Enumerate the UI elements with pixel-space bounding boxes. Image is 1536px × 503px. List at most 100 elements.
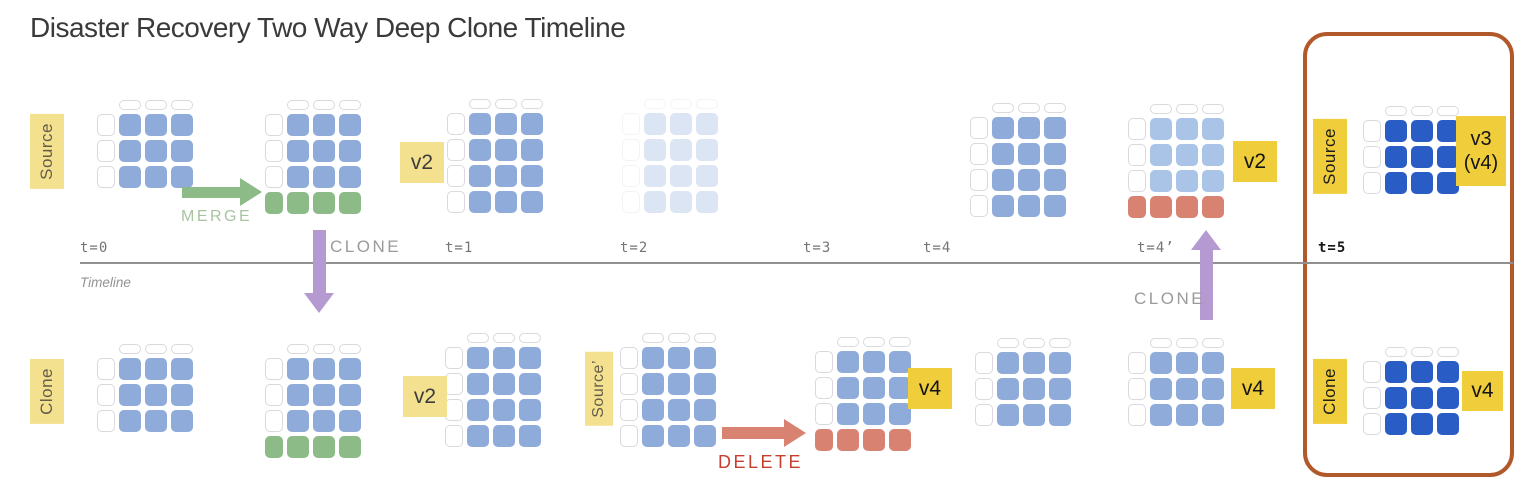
tick-t3: t=3 <box>803 240 832 256</box>
table-header-row <box>1385 347 1459 357</box>
table-row <box>620 347 716 369</box>
table-clone-cloned <box>265 344 361 458</box>
table-header-row <box>642 333 716 343</box>
table-row <box>815 403 911 425</box>
table-row <box>970 117 1066 139</box>
table-row <box>1363 413 1459 435</box>
table-row <box>622 139 718 161</box>
timeline-caption: Timeline <box>80 275 131 290</box>
table-row <box>447 165 543 187</box>
table-row <box>970 169 1066 191</box>
table-row <box>1128 378 1224 400</box>
table-row <box>1363 146 1459 168</box>
table-clone-t0 <box>97 344 193 432</box>
table-row <box>970 195 1066 217</box>
table-row <box>97 358 193 380</box>
table-row <box>975 352 1071 374</box>
tick-t2: t=2 <box>620 240 649 256</box>
table-row <box>445 347 541 369</box>
table-row <box>445 373 541 395</box>
table-row <box>265 166 361 188</box>
timeline-axis <box>80 262 1513 264</box>
table-row <box>815 377 911 399</box>
source-row-label: Source <box>30 114 64 189</box>
table-row <box>1363 361 1459 383</box>
table-row <box>97 384 193 406</box>
tick-t4-prime: t=4’ <box>1137 240 1175 256</box>
table-source-t4 <box>970 103 1066 217</box>
table-source-merged <box>265 100 361 214</box>
table-clone-t2 <box>620 333 716 447</box>
table-row <box>97 410 193 432</box>
table-row <box>815 351 911 373</box>
tick-t4: t=4 <box>923 240 952 256</box>
table-header-row <box>992 103 1066 113</box>
table-row <box>445 425 541 447</box>
table-row <box>1128 352 1224 374</box>
table-header-row <box>837 337 911 347</box>
v2-tag-clone-t1: v2 <box>403 376 447 417</box>
table-clone-t4-prime <box>1128 338 1224 426</box>
delete-label: DELETE <box>718 452 804 472</box>
table-header-row <box>119 344 193 354</box>
merge-label: MERGE <box>181 208 253 225</box>
table-extra-row <box>815 429 911 451</box>
table-row <box>445 399 541 421</box>
table-header-row <box>1385 106 1459 116</box>
table-extra-row <box>265 192 361 214</box>
clone-down-label: CLONE <box>330 237 402 256</box>
table-row <box>97 114 193 136</box>
box-clone-label: Clone <box>1313 359 1347 424</box>
table-row <box>265 140 361 162</box>
tick-t5: t=5 <box>1318 240 1347 256</box>
table-row <box>1363 172 1459 194</box>
merge-arrow <box>182 178 262 206</box>
table-header-row <box>119 100 193 110</box>
table-row <box>622 113 718 135</box>
table-clone-t3 <box>815 337 911 451</box>
box-source-label: Source <box>1313 119 1347 194</box>
table-clone-t1 <box>445 333 541 447</box>
table-row <box>265 410 361 432</box>
table-row <box>447 191 543 213</box>
table-extra-row <box>1128 196 1224 218</box>
table-header-row <box>1150 104 1224 114</box>
delete-arrow <box>722 419 806 447</box>
table-source-t1 <box>447 99 543 213</box>
v4-tag-clone-t4-prime: v4 <box>1231 368 1275 409</box>
v3-tag-line2: (v4) <box>1463 152 1499 174</box>
table-row <box>1363 120 1459 142</box>
table-row <box>447 139 543 161</box>
table-source-t0 <box>97 100 193 188</box>
table-row <box>265 358 361 380</box>
table-row <box>265 384 361 406</box>
table-clone-t4 <box>975 338 1071 426</box>
table-row <box>1128 404 1224 426</box>
source-prime-label: Source’ <box>585 352 613 426</box>
table-header-row <box>997 338 1071 348</box>
table-clone-box <box>1363 347 1459 435</box>
table-header-row <box>469 99 543 109</box>
t5-highlight-box <box>1303 32 1514 477</box>
table-row <box>265 114 361 136</box>
table-source-box <box>1363 106 1459 194</box>
table-header-row <box>287 344 361 354</box>
v4-tag-box: v4 <box>1462 371 1503 411</box>
table-row <box>97 166 193 188</box>
table-row <box>1128 118 1224 140</box>
table-row <box>622 165 718 187</box>
tick-t0: t=0 <box>80 240 109 256</box>
clone-down-arrow <box>304 230 334 313</box>
clone-up-arrow <box>1191 230 1221 320</box>
table-row <box>622 191 718 213</box>
table-row <box>447 113 543 135</box>
table-header-row <box>1150 338 1224 348</box>
table-header-row <box>467 333 541 343</box>
table-header-row <box>287 100 361 110</box>
table-row <box>975 378 1071 400</box>
table-header-row <box>644 99 718 109</box>
v2-tag-source-t1: v2 <box>400 142 444 183</box>
table-row <box>1128 144 1224 166</box>
v3-v4-tag-box: v3 (v4) <box>1456 116 1506 186</box>
clone-up-label: CLONE <box>1134 289 1206 308</box>
